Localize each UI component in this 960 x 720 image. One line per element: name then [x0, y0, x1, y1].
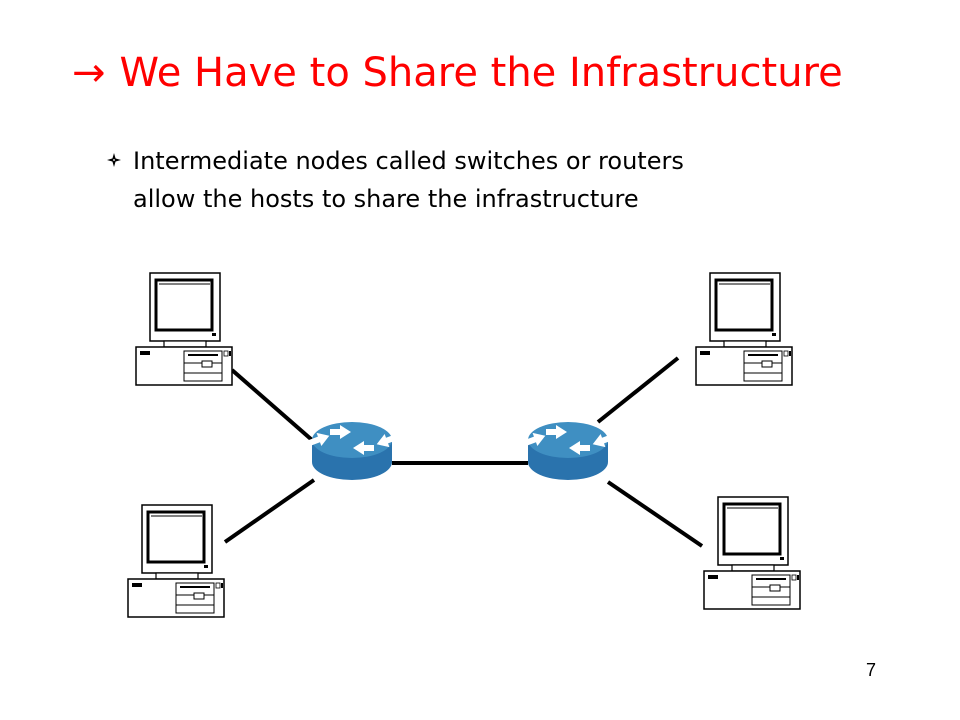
- desktop-computer-icon: [126, 503, 226, 619]
- link-router-2-host-d: [606, 480, 704, 548]
- desktop-computer-icon: [134, 271, 234, 387]
- link-host-a-router-1: [230, 368, 314, 442]
- slide-title-text: We Have to Share the Infrastructure: [119, 50, 843, 96]
- bullet-line-1: Intermediate nodes called switches or ro…: [133, 147, 684, 175]
- arrow-icon: →: [72, 50, 106, 96]
- desktop-computer-icon: [694, 271, 794, 387]
- router-icon: [523, 422, 615, 480]
- diamond-bullet-icon: [107, 153, 121, 167]
- link-host-b-router-1: [223, 478, 316, 544]
- desktop-computer-icon: [702, 495, 802, 611]
- bullet-text: Intermediate nodes called switches or ro…: [133, 142, 684, 218]
- link-router-2-host-c: [596, 356, 680, 424]
- slide-title: → We Have to Share the Infrastructure: [72, 50, 843, 96]
- bullet-line-2: allow the hosts to share the infrastruct…: [133, 185, 639, 213]
- router-icon: [307, 422, 399, 480]
- page-number: 7: [866, 660, 877, 680]
